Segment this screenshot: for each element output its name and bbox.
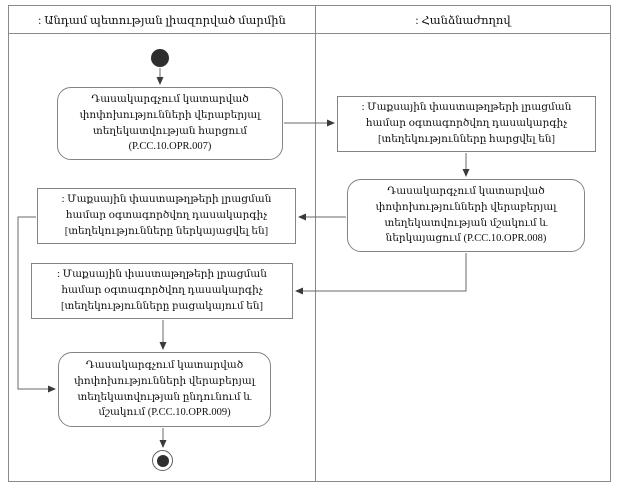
object-node-info-requested: : Մաքսային փաստաթղթերի լրացման համար օգտ…: [337, 96, 596, 152]
lane-title-commission: : Հանձնաժողով: [415, 14, 511, 27]
object-node-info-absent-label: : Մաքսային փաստաթղթերի լրացման համար օգտ…: [57, 269, 267, 312]
action-node-opr009: Դասակարգչում կատարված փոփոխությունների վ…: [58, 352, 271, 427]
object-node-info-requested-label: : Մաքսային փաստաթղթերի լրացման համար օգտ…: [361, 102, 572, 145]
lane-header-authorized-body: : Անդամ պետության լիազորված մարմին: [8, 5, 316, 34]
final-node-dot: [156, 454, 169, 467]
object-node-info-presented-label: : Մաքսային փաստաթղթերի լրացման համար օգտ…: [61, 194, 272, 237]
swimlane-divider: [315, 33, 316, 482]
action-node-opr007: Դասակարգչում կատարված փոփոխությունների վ…: [57, 87, 283, 160]
object-node-info-presented: : Մաքսային փաստաթղթերի լրացման համար օգտ…: [37, 188, 296, 244]
lane-title-authorized-body: : Անդամ պետության լիազորված մարմին: [38, 14, 286, 27]
initial-node: [151, 49, 169, 67]
lane-header-commission: : Հանձնաժողով: [315, 5, 611, 34]
action-node-opr008-label: Դասակարգչում կատարված փոփոխությունների վ…: [375, 186, 557, 245]
action-node-opr007-label: Դասակարգչում կատարված փոփոխությունների վ…: [79, 94, 261, 153]
action-node-opr009-label: Դասակարգչում կատարված փոփոխությունների վ…: [74, 360, 255, 419]
object-node-info-absent: : Մաքսային փաստաթղթերի լրացման համար օգտ…: [31, 263, 293, 319]
action-node-opr008: Դասակարգչում կատարված փոփոխությունների վ…: [347, 179, 585, 252]
final-node: [152, 450, 173, 471]
